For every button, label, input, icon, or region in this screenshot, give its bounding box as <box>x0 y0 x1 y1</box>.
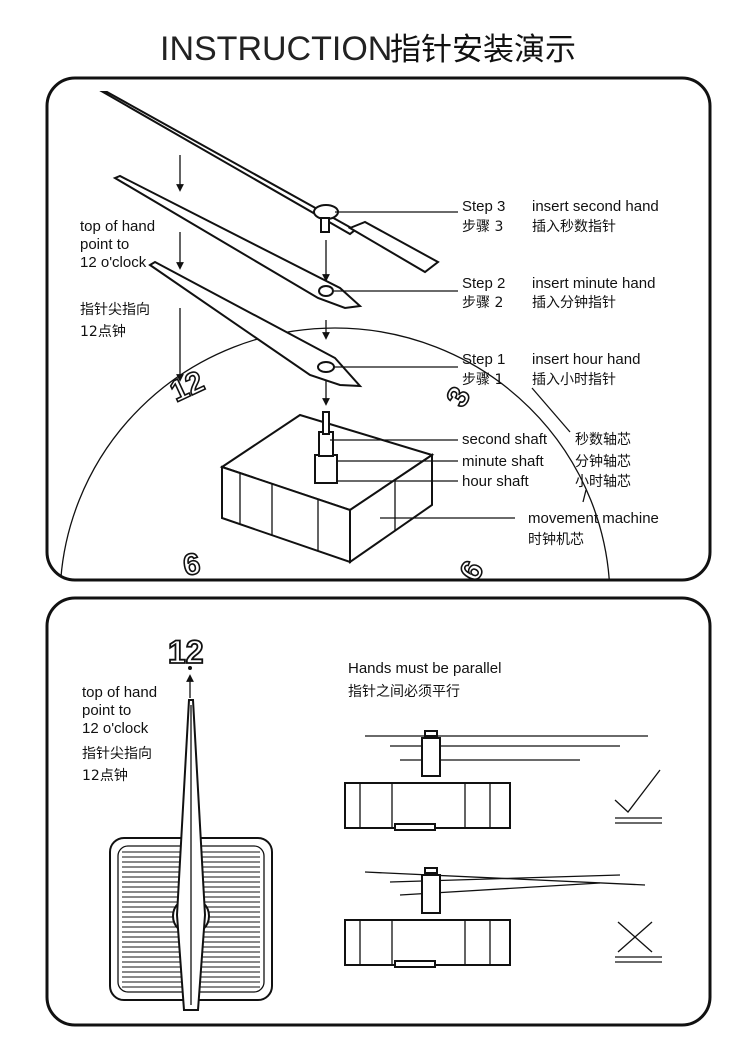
movement-label-en: movement machine <box>528 510 659 527</box>
hint-cn-line2: 12点钟 <box>80 323 126 340</box>
p2-hint-en-line2: point to <box>82 702 131 719</box>
parallel-label-cn: 指针之间必须平行 <box>348 684 460 700</box>
check-icon <box>614 769 662 824</box>
shaft-labels: second shaft 秒数轴芯 minute shaft 分钟轴芯 hour… <box>462 431 631 490</box>
hour-hand <box>148 260 363 388</box>
svg-text:insert hour hand: insert hour hand <box>532 351 640 368</box>
svg-text:insert second hand: insert second hand <box>532 198 659 215</box>
movement-machine <box>219 411 435 564</box>
svg-text:插入秒数指针: 插入秒数指针 <box>532 219 616 235</box>
title-en: INSTRUCTION <box>160 30 392 68</box>
movement-label-cn: 时钟机芯 <box>528 531 584 548</box>
svg-text:步骤 3: 步骤 3 <box>462 219 503 235</box>
panel-alignment: 12 top of hand point to 12 o'clock 指针尖指向… <box>45 596 712 1027</box>
svg-text:Step 2: Step 2 <box>462 275 505 292</box>
second-hand <box>99 91 440 274</box>
p2-hint-en-line1: top of hand <box>82 684 157 701</box>
correct-side-view <box>344 730 648 831</box>
svg-text:插入小时指针: 插入小时指针 <box>532 372 616 388</box>
hint-cn-line1: 指针尖指向 <box>80 302 150 318</box>
p2-hint-en-line3: 12 o'clock <box>82 720 149 737</box>
title-cn: 指针安装演示 <box>390 32 576 68</box>
dial-number-9: 9 <box>180 546 202 581</box>
svg-text:hour shaft: hour shaft <box>462 473 530 490</box>
p2-hint-cn-line1: 指针尖指向 <box>82 746 152 762</box>
svg-text:插入分钟指针: 插入分钟指针 <box>532 294 616 311</box>
svg-text:秒数轴芯: 秒数轴芯 <box>575 432 631 448</box>
step-2-label: Step 2 insert minute hand 步骤 2 插入分钟指针 <box>462 275 655 311</box>
svg-text:second shaft: second shaft <box>462 431 548 448</box>
minute-hand <box>112 174 363 310</box>
step-1-label: Step 1 insert hour hand 步骤 1 插入小时指针 <box>462 351 640 388</box>
cross-icon <box>615 921 662 963</box>
svg-text:步骤 1: 步骤 1 <box>462 372 503 388</box>
p2-hint-cn-line2: 12点钟 <box>82 767 128 784</box>
svg-text:分钟轴芯: 分钟轴芯 <box>575 453 631 470</box>
dial-number-6: 6 <box>454 556 491 587</box>
movement-front-view <box>109 699 273 1011</box>
svg-text:小时轴芯: 小时轴芯 <box>575 474 631 490</box>
twelve-marker: 12 <box>168 634 204 670</box>
clock-dial-outline <box>59 327 611 579</box>
svg-text:Step 1: Step 1 <box>462 351 505 368</box>
wrong-side-view <box>344 867 646 968</box>
hint-en-line2: point to <box>80 236 129 253</box>
svg-text:minute shaft: minute shaft <box>462 453 545 470</box>
dial-number-12: 12 <box>165 365 209 409</box>
parallel-label-en: Hands must be parallel <box>348 660 501 677</box>
hint-en-line1: top of hand <box>80 218 155 235</box>
svg-text:步骤 2: 步骤 2 <box>462 295 503 311</box>
hint-en-line3: 12 o'clock <box>80 254 147 271</box>
svg-text:insert minute hand: insert minute hand <box>532 275 655 292</box>
svg-text:Step 3: Step 3 <box>462 198 505 215</box>
step-3-label: Step 3 insert second hand 步骤 3 插入秒数指针 <box>462 198 659 235</box>
